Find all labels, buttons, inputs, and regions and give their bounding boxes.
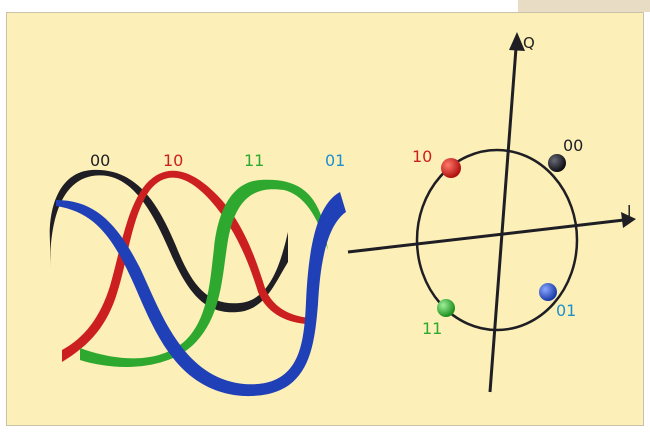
waveform-10-ribbon	[62, 170, 310, 362]
waveform-label-00: 00	[90, 151, 110, 170]
waveform-label-01: 01	[325, 151, 345, 170]
waveform-01-ribbon	[56, 192, 346, 397]
waveform-group: 00 10 11 01	[49, 151, 346, 397]
i-axis-arrowhead	[621, 212, 636, 228]
point-00-dot	[548, 154, 566, 172]
waveform-00-ribbon	[49, 169, 288, 313]
constellation-circle	[415, 148, 579, 332]
q-axis-label: Q	[523, 34, 535, 52]
waveform-label-11: 11	[244, 151, 264, 170]
point-01-dot	[539, 283, 557, 301]
waveform-label-10: 10	[163, 151, 183, 170]
i-axis-label: I	[627, 202, 631, 220]
constellation-group: I Q 00 10 11 01	[347, 32, 636, 393]
point-label-10: 10	[412, 147, 432, 166]
point-label-11: 11	[422, 319, 442, 338]
point-label-00: 00	[563, 136, 583, 155]
waveform-11-ribbon	[80, 179, 328, 367]
corner-tab	[518, 0, 650, 12]
i-axis	[347, 218, 625, 254]
point-10-dot	[441, 158, 461, 178]
point-label-01: 01	[556, 301, 576, 320]
point-11-dot	[437, 299, 455, 317]
q-axis	[488, 47, 518, 393]
q-axis-arrowhead	[509, 32, 525, 51]
